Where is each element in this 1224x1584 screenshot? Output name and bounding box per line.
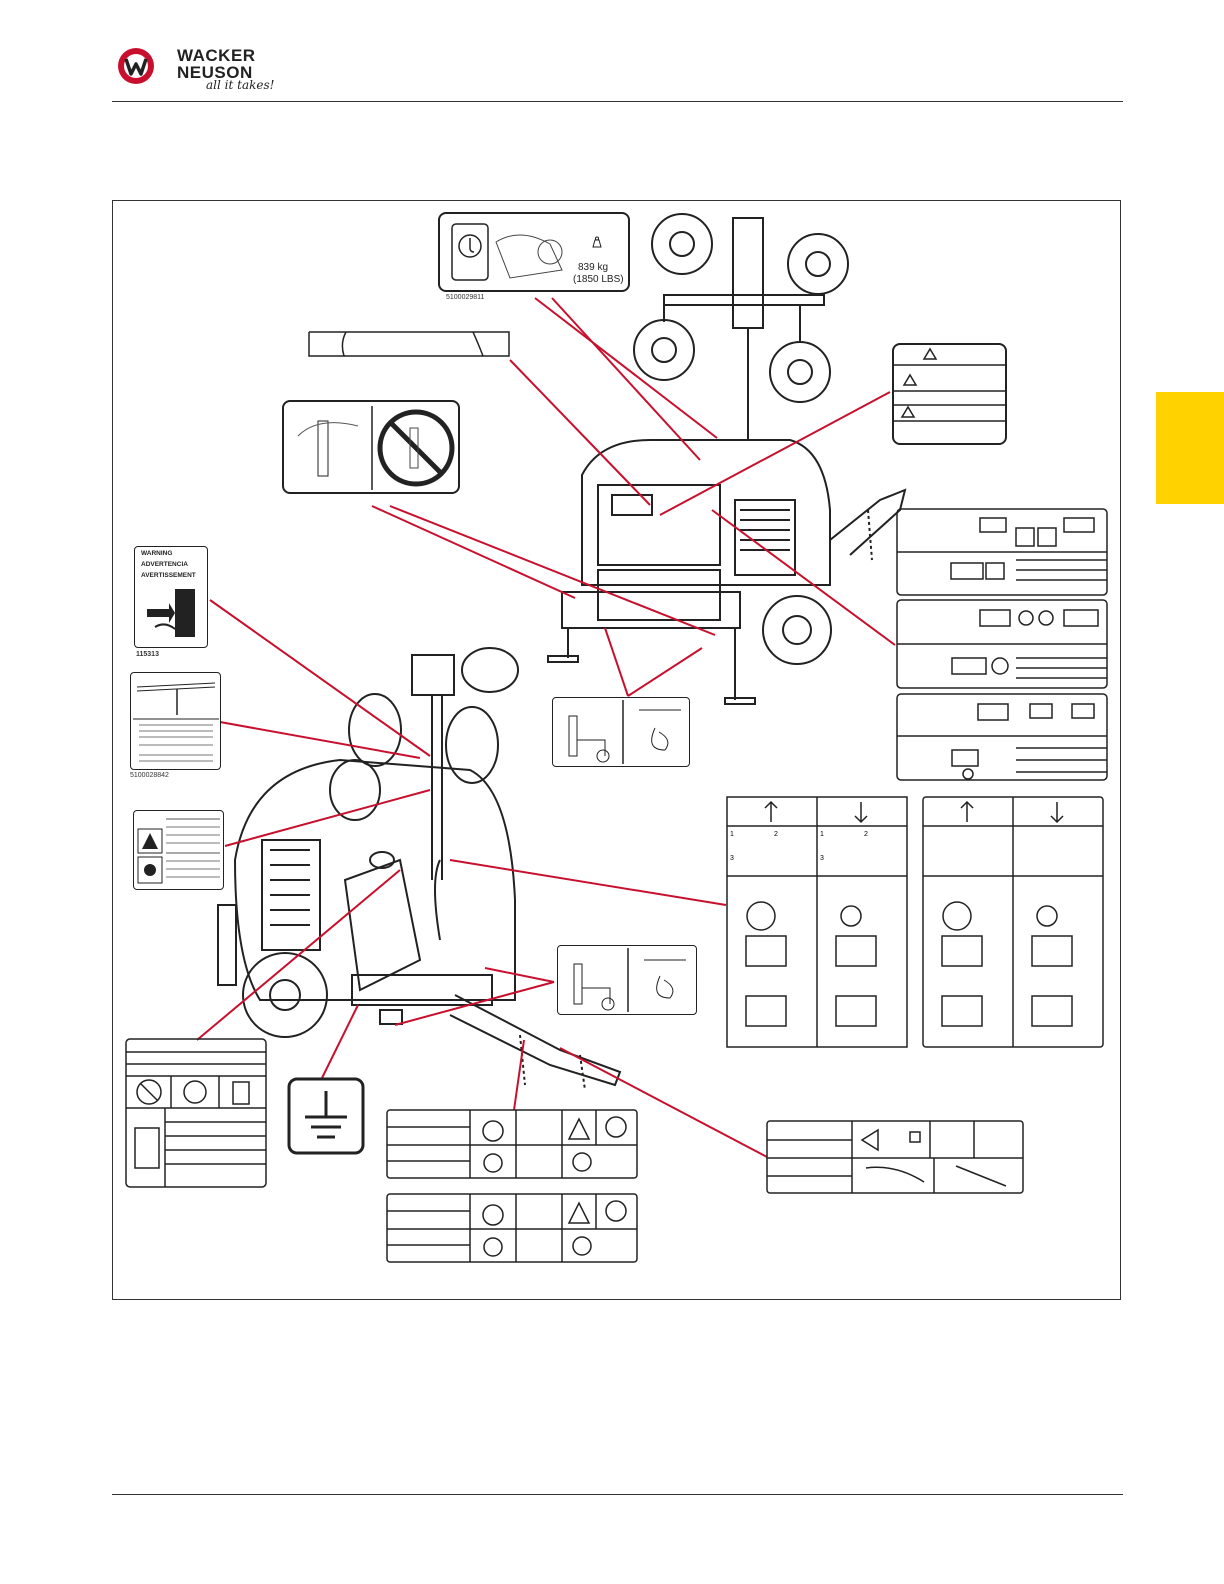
raise-step-3: 3 [730, 855, 734, 862]
no-jack-icon [288, 406, 458, 490]
crush-warning-en: WARNING [141, 550, 172, 557]
raise-step-1: 1 [730, 831, 734, 838]
crush-decal-part-number: 115313 [136, 651, 159, 658]
warning-stack-decal [892, 343, 1007, 445]
crush-warning-es: ADVERTENCIA [141, 561, 188, 568]
hot-surface-decal [133, 810, 224, 890]
lift-weight-lbs: (1850 LBS) [573, 274, 624, 285]
hazard-symbols-icon [136, 813, 222, 887]
lower-step-3: 3 [820, 855, 824, 862]
forklift-icon [555, 700, 687, 764]
lifting-point-decal: 839 kg (1850 LBS) [438, 212, 630, 292]
ground-icon [305, 1091, 347, 1137]
jack-stand-decal [282, 400, 460, 494]
ground-symbol-decal [287, 1077, 365, 1155]
towing-decal-1 [386, 1109, 638, 1179]
lift-weight-kg: 839 kg [578, 262, 608, 273]
weight-icon [590, 236, 604, 248]
raise-step-2: 2 [774, 831, 778, 838]
power-line-icon [133, 675, 219, 767]
overhead-decal-part-number: 5100028842 [130, 772, 169, 779]
lift-decal-part-number: 5100029811 [446, 294, 484, 301]
crush-warning-fr: AVERTISSEMENT [141, 572, 196, 579]
tie-down-icon [560, 948, 694, 1012]
lifting-hook-icon [450, 222, 570, 284]
mast-operation-decal-b [922, 796, 1104, 1048]
crush-hazard-decal: WARNING ADVERTENCIA AVERTISSEMENT [134, 546, 208, 648]
hand-crush-icon [145, 585, 197, 641]
forklift-point-decal-upper [552, 697, 690, 767]
hitch-decal [766, 1120, 1024, 1194]
towing-decal-2 [386, 1193, 638, 1263]
mast-operation-decal-a: 1 2 3 1 2 3 [726, 796, 908, 1048]
blank-strip-decal [308, 331, 510, 357]
fuel-decal [125, 1038, 267, 1188]
lower-step-1: 1 [820, 831, 824, 838]
warning-triangle-icon [894, 345, 1005, 443]
forklift-point-decal-lower [557, 945, 697, 1015]
lower-step-2: 2 [864, 831, 868, 838]
control-panel-decals [896, 508, 1108, 782]
overhead-power-decal [130, 672, 221, 770]
